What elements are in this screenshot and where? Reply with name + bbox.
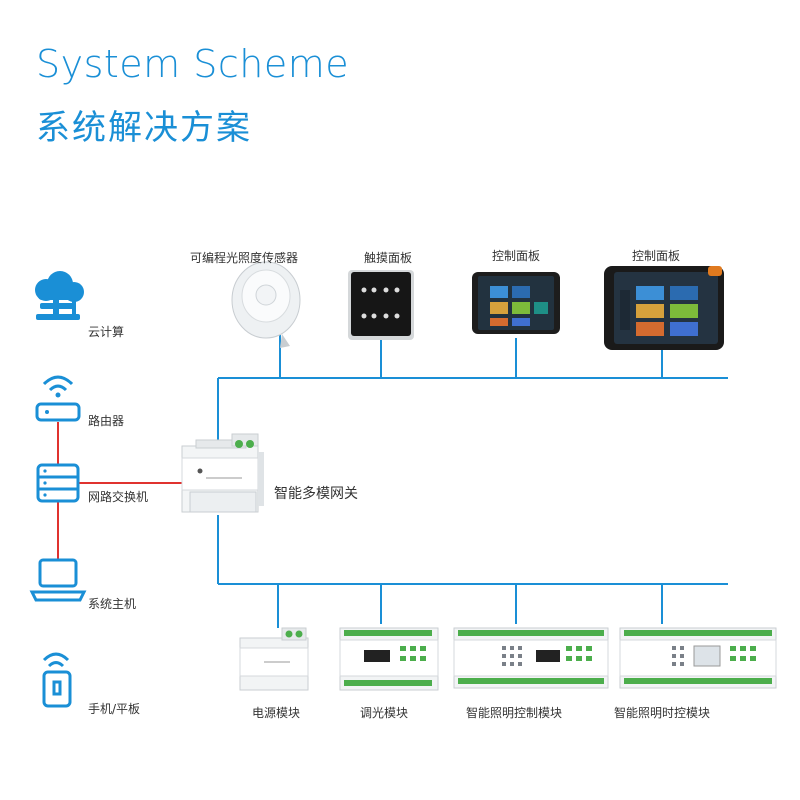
label-network-switch: 网路交换机 bbox=[88, 490, 149, 504]
cloud-server-icon bbox=[35, 271, 84, 320]
label-lighting-control-module: 智能照明控制模块 bbox=[466, 706, 563, 720]
network-switch-icon bbox=[36, 463, 80, 503]
ethernet-lines bbox=[57, 422, 182, 560]
page-title-zh: 系统解决方案 bbox=[36, 108, 252, 148]
label-touch-panel: 触摸面板 bbox=[364, 251, 413, 265]
lighting-control-module-icon bbox=[453, 627, 609, 689]
control-panel-small-icon bbox=[472, 272, 560, 334]
laptop-icon bbox=[29, 558, 87, 602]
power-module-icon bbox=[239, 627, 309, 691]
light-sensor-icon bbox=[231, 261, 301, 348]
label-system-host: 系统主机 bbox=[88, 597, 137, 611]
label-power-module: 电源模块 bbox=[252, 706, 301, 720]
label-control-panel-large: 控制面板 bbox=[632, 249, 681, 263]
lighting-timer-module-icon bbox=[619, 627, 777, 689]
label-lighting-timer-module: 智能照明时控模块 bbox=[614, 706, 711, 720]
bus-lines bbox=[217, 335, 728, 628]
label-phone-tablet: 手机/平板 bbox=[88, 702, 141, 716]
label-router: 路由器 bbox=[88, 414, 125, 428]
dimming-module-icon bbox=[339, 627, 439, 691]
wifi-router-icon bbox=[35, 375, 81, 422]
touch-panel-icon bbox=[348, 270, 414, 340]
label-cloud-computing: 云计算 bbox=[88, 325, 125, 339]
control-panel-large-icon bbox=[604, 266, 724, 350]
din-rail-gateway-icon bbox=[181, 433, 264, 513]
label-dimming-module: 调光模块 bbox=[360, 706, 409, 720]
label-light-sensor: 可编程光照度传感器 bbox=[190, 251, 299, 265]
page-title-en: System Scheme bbox=[36, 42, 350, 86]
label-gateway: 智能多模网关 bbox=[274, 486, 358, 502]
label-control-panel-small: 控制面板 bbox=[492, 249, 541, 263]
phone-nfc-icon bbox=[42, 652, 72, 708]
